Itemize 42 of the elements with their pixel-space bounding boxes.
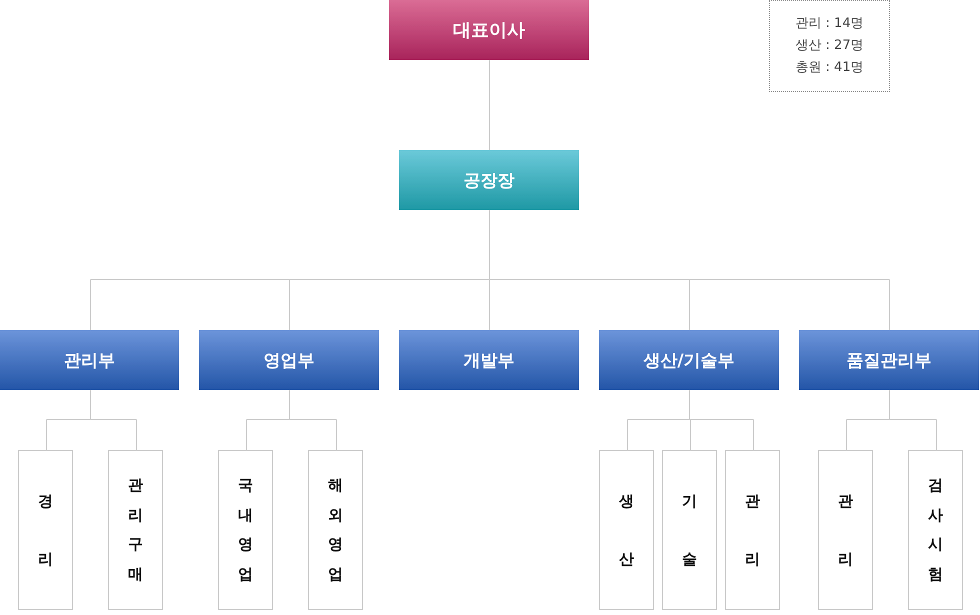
manager-box xyxy=(399,150,579,210)
position-title: 공장장 xyxy=(464,170,514,192)
connector-line xyxy=(46,390,137,450)
department-box xyxy=(799,330,979,390)
executive-box xyxy=(389,0,589,60)
team-box xyxy=(818,450,873,610)
position-title: 대표이사 xyxy=(453,19,525,42)
team-name: 관리 xyxy=(838,491,853,570)
team-name: 검사시험 xyxy=(928,475,943,584)
headcount-text: 생산 : 27명 xyxy=(795,37,864,55)
team-name: 관리 xyxy=(745,491,760,570)
team-name: 관리구매 xyxy=(128,475,143,584)
team-box xyxy=(308,450,363,610)
department-name: 생산/기술부 xyxy=(643,350,735,372)
team-box xyxy=(108,450,163,610)
department-box xyxy=(199,330,379,390)
connector-line xyxy=(489,60,490,150)
department-box xyxy=(599,330,779,390)
team-name: 기술 xyxy=(682,491,697,570)
department-name: 영업부 xyxy=(264,350,314,372)
headcount-text: 관리 : 14명 xyxy=(795,15,864,33)
headcount-text: 총원 : 41명 xyxy=(795,59,864,77)
team-box xyxy=(218,450,273,610)
team-name: 생산 xyxy=(619,491,634,570)
team-box xyxy=(18,450,73,610)
headcount-panel xyxy=(769,0,890,92)
department-name: 품질관리부 xyxy=(846,350,932,372)
team-box xyxy=(908,450,963,610)
connector-line xyxy=(246,390,337,450)
department-name: 관리부 xyxy=(64,350,115,372)
team-box xyxy=(725,450,780,610)
team-name: 국내영업 xyxy=(238,475,253,584)
connector-line xyxy=(90,210,890,330)
team-box xyxy=(662,450,717,610)
team-box xyxy=(599,450,654,610)
team-name: 경리 xyxy=(38,491,53,570)
team-name: 해외영업 xyxy=(328,475,343,584)
department-name: 개발부 xyxy=(464,350,514,372)
department-box xyxy=(399,330,579,390)
department-box xyxy=(0,330,179,390)
connector-line xyxy=(846,390,937,450)
connector-line xyxy=(627,390,754,450)
